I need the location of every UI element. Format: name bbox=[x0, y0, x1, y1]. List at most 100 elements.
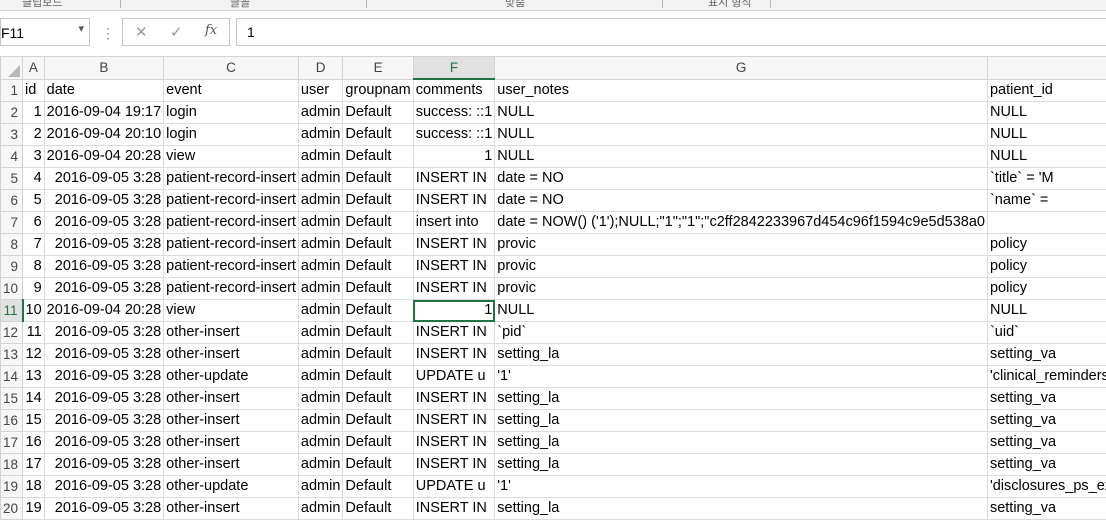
cell-B11[interactable]: 2016-09-04 20:28 bbox=[43, 299, 165, 322]
cell-A15[interactable]: 14 bbox=[22, 387, 45, 410]
cell-D19[interactable]: admin bbox=[297, 475, 344, 498]
cell-C14[interactable]: other-update bbox=[163, 365, 299, 388]
cell-H19[interactable]: 'disclosures_ps_expand')";NULL;"0";"1";;… bbox=[986, 475, 1106, 498]
cell-E6[interactable]: Default bbox=[342, 189, 414, 212]
cell-F1[interactable]: comments bbox=[412, 78, 496, 102]
row-header[interactable]: 19 bbox=[0, 475, 24, 498]
row-header[interactable]: 5 bbox=[0, 167, 24, 190]
cell-E8[interactable]: Default bbox=[342, 233, 414, 256]
cell-F20[interactable]: INSERT IN bbox=[412, 497, 496, 520]
cell-G17[interactable]: setting_la bbox=[494, 431, 988, 454]
cell-H13[interactable]: setting_va bbox=[986, 343, 1106, 366]
row-header[interactable]: 6 bbox=[0, 189, 24, 212]
row-header[interactable]: 4 bbox=[0, 145, 24, 168]
row-header[interactable]: 18 bbox=[0, 453, 24, 476]
cell-A9[interactable]: 8 bbox=[22, 255, 45, 278]
row-header[interactable]: 15 bbox=[0, 387, 24, 410]
cell-E19[interactable]: Default bbox=[342, 475, 414, 498]
cell-H20[interactable]: setting_va bbox=[986, 497, 1106, 520]
cell-B4[interactable]: 2016-09-04 20:28 bbox=[43, 145, 165, 168]
cell-D1[interactable]: user bbox=[297, 78, 344, 102]
row-header[interactable]: 9 bbox=[0, 255, 24, 278]
cell-G11[interactable]: NULL bbox=[494, 299, 988, 322]
cell-A13[interactable]: 12 bbox=[22, 343, 45, 366]
cell-E7[interactable]: Default bbox=[342, 211, 414, 234]
cell-D10[interactable]: admin bbox=[297, 277, 344, 300]
insert-function-icon[interactable]: fx bbox=[205, 23, 218, 38]
cell-E15[interactable]: Default bbox=[342, 387, 414, 410]
enter-icon[interactable]: ✓ bbox=[170, 24, 183, 41]
cell-G19[interactable]: '1' bbox=[494, 475, 988, 498]
cell-D8[interactable]: admin bbox=[297, 233, 344, 256]
cell-C20[interactable]: other-insert bbox=[163, 497, 299, 520]
cell-F11[interactable]: 1 bbox=[412, 299, 496, 322]
cell-F8[interactable]: INSERT IN bbox=[412, 233, 496, 256]
cell-A11[interactable]: 10 bbox=[22, 299, 45, 322]
row-header[interactable]: 16 bbox=[0, 409, 24, 432]
cell-F15[interactable]: INSERT IN bbox=[412, 387, 496, 410]
cell-E10[interactable]: Default bbox=[342, 277, 414, 300]
cell-B5[interactable]: 2016-09-05 3:28 bbox=[43, 167, 165, 190]
cell-F16[interactable]: INSERT IN bbox=[412, 409, 496, 432]
column-header-E[interactable]: E bbox=[342, 56, 414, 80]
cell-B17[interactable]: 2016-09-05 3:28 bbox=[43, 431, 165, 454]
cell-E4[interactable]: Default bbox=[342, 145, 414, 168]
cell-H17[interactable]: setting_va bbox=[986, 431, 1106, 454]
cell-C7[interactable]: patient-record-insert bbox=[163, 211, 299, 234]
ribbon-group-alignment[interactable]: 맞춤 bbox=[505, 0, 526, 9]
cell-F17[interactable]: INSERT IN bbox=[412, 431, 496, 454]
chevron-down-icon[interactable]: ▾ bbox=[78, 23, 84, 35]
cell-F12[interactable]: INSERT IN bbox=[412, 321, 496, 344]
cell-G4[interactable]: NULL bbox=[494, 145, 988, 168]
cell-C17[interactable]: other-insert bbox=[163, 431, 299, 454]
cell-D5[interactable]: admin bbox=[297, 167, 344, 190]
cell-H5[interactable]: `title` = 'M bbox=[986, 167, 1106, 190]
cell-H7[interactable] bbox=[986, 211, 1106, 234]
cell-B2[interactable]: 2016-09-04 19:17 bbox=[43, 101, 165, 124]
cell-A16[interactable]: 15 bbox=[22, 409, 45, 432]
cell-C11[interactable]: view bbox=[163, 299, 299, 322]
cell-G9[interactable]: provic bbox=[494, 255, 988, 278]
cell-G2[interactable]: NULL bbox=[494, 101, 988, 124]
cell-G15[interactable]: setting_la bbox=[494, 387, 988, 410]
cell-H12[interactable]: `uid` bbox=[986, 321, 1106, 344]
cell-F18[interactable]: INSERT IN bbox=[412, 453, 496, 476]
cell-C18[interactable]: other-insert bbox=[163, 453, 299, 476]
cell-H9[interactable]: policy bbox=[986, 255, 1106, 278]
cell-G3[interactable]: NULL bbox=[494, 123, 988, 146]
row-header[interactable]: 12 bbox=[0, 321, 24, 344]
cell-C9[interactable]: patient-record-insert bbox=[163, 255, 299, 278]
row-header[interactable]: 10 bbox=[0, 277, 24, 300]
cell-B16[interactable]: 2016-09-05 3:28 bbox=[43, 409, 165, 432]
cell-H3[interactable]: NULL bbox=[986, 123, 1106, 146]
cell-E13[interactable]: Default bbox=[342, 343, 414, 366]
cell-A17[interactable]: 16 bbox=[22, 431, 45, 454]
cell-C8[interactable]: patient-record-insert bbox=[163, 233, 299, 256]
cell-A18[interactable]: 17 bbox=[22, 453, 45, 476]
cell-D17[interactable]: admin bbox=[297, 431, 344, 454]
row-header[interactable]: 1 bbox=[0, 78, 24, 102]
cell-G14[interactable]: '1' bbox=[494, 365, 988, 388]
cell-C1[interactable]: event bbox=[163, 78, 299, 102]
cell-B12[interactable]: 2016-09-05 3:28 bbox=[43, 321, 165, 344]
cell-A20[interactable]: 19 bbox=[22, 497, 45, 520]
ribbon-dialog-launcher-icon[interactable] bbox=[662, 0, 663, 8]
cell-H10[interactable]: policy bbox=[986, 277, 1106, 300]
cell-H6[interactable]: `name` = bbox=[986, 189, 1106, 212]
cell-E5[interactable]: Default bbox=[342, 167, 414, 190]
cell-F2[interactable]: success: ::1 bbox=[412, 101, 496, 124]
cell-A5[interactable]: 4 bbox=[22, 167, 45, 190]
cell-B8[interactable]: 2016-09-05 3:28 bbox=[43, 233, 165, 256]
row-header[interactable]: 8 bbox=[0, 233, 24, 256]
ribbon-dialog-launcher-icon[interactable] bbox=[770, 0, 771, 8]
cell-C10[interactable]: patient-record-insert bbox=[163, 277, 299, 300]
row-header[interactable]: 20 bbox=[0, 497, 24, 520]
cell-B3[interactable]: 2016-09-04 20:10 bbox=[43, 123, 165, 146]
cell-C19[interactable]: other-update bbox=[163, 475, 299, 498]
cell-C5[interactable]: patient-record-insert bbox=[163, 167, 299, 190]
cell-F3[interactable]: success: ::1 bbox=[412, 123, 496, 146]
ribbon-dialog-launcher-icon[interactable] bbox=[120, 0, 121, 8]
cell-A6[interactable]: 5 bbox=[22, 189, 45, 212]
cell-F13[interactable]: INSERT IN bbox=[412, 343, 496, 366]
cell-D4[interactable]: admin bbox=[297, 145, 344, 168]
